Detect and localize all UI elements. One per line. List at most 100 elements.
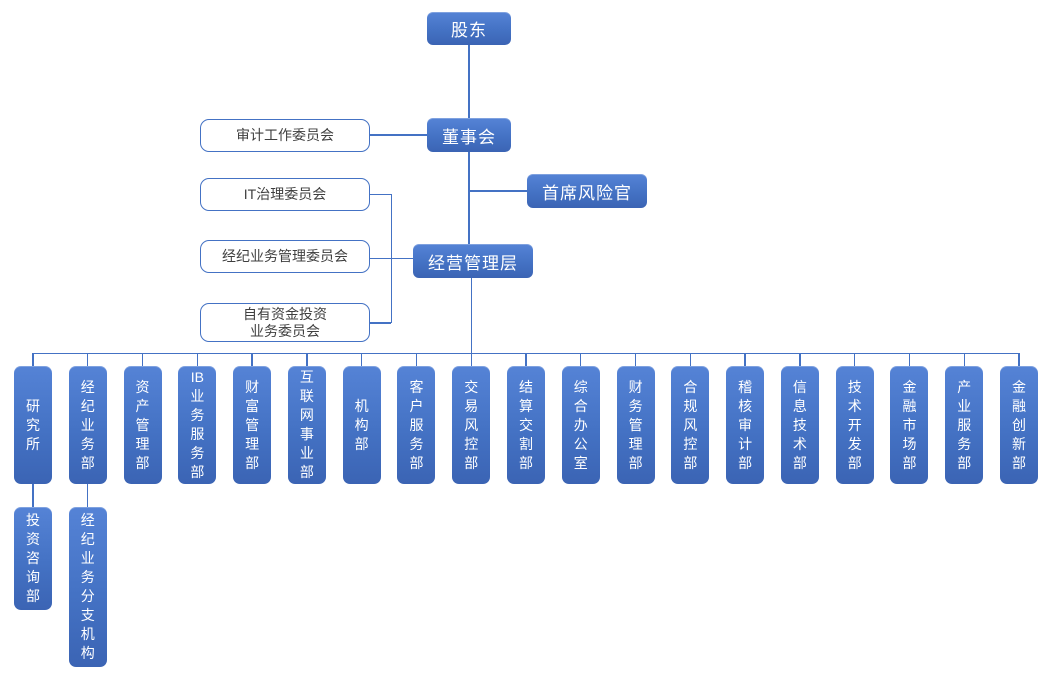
sub-department-box-char: 资 bbox=[26, 531, 40, 547]
department-box-char: 研 bbox=[26, 397, 40, 414]
department-box-char: 部 bbox=[299, 464, 314, 480]
connector-line bbox=[370, 193, 392, 196]
department-box-char: 管 bbox=[245, 416, 260, 433]
department-box: 合规风控部 bbox=[671, 366, 710, 484]
sub-department-box-char: 询 bbox=[26, 569, 40, 585]
department-box-char: 务 bbox=[190, 407, 205, 423]
connector-line bbox=[854, 353, 856, 366]
sub-department-box-char: 业 bbox=[80, 550, 95, 566]
department-box-char: 算 bbox=[519, 397, 534, 414]
department-box-char: 术 bbox=[792, 435, 807, 452]
sub-department-box-char: 机 bbox=[80, 626, 95, 642]
connector-line bbox=[469, 190, 527, 192]
department-box-char: 纪 bbox=[80, 397, 95, 414]
connector-line bbox=[689, 353, 692, 366]
node-board: 董事会 bbox=[427, 118, 511, 152]
department-box-char: 市 bbox=[902, 416, 917, 433]
committee-label: 审计工作委员会 bbox=[236, 127, 334, 143]
department-box-char: 部 bbox=[245, 454, 260, 471]
committee-box: 经纪业务管理委员会 bbox=[200, 240, 370, 273]
department-box-char: 究 bbox=[26, 416, 40, 433]
department-box-char: 部 bbox=[464, 454, 479, 471]
department-box-char: 理 bbox=[135, 435, 150, 452]
connector-line bbox=[370, 134, 427, 136]
department-box-char: 稽 bbox=[738, 378, 753, 395]
connector-line bbox=[87, 484, 89, 507]
connector-line bbox=[468, 45, 470, 118]
department-box: 互联网事业部 bbox=[287, 366, 326, 484]
department-box-char: 务 bbox=[409, 435, 424, 452]
department-box-char: 场 bbox=[902, 435, 917, 452]
connector-line bbox=[87, 353, 89, 366]
department-box-char: 部 bbox=[738, 454, 753, 471]
committee-box: IT治理委员会 bbox=[200, 178, 370, 211]
connector-line bbox=[196, 353, 199, 366]
department-box-char: 部 bbox=[683, 454, 698, 471]
sub-department-box-char: 支 bbox=[80, 607, 95, 623]
connector-line bbox=[799, 353, 801, 366]
node-chief-risk-officer: 首席风险官 bbox=[527, 174, 647, 208]
department-box: 综合办公室 bbox=[561, 366, 600, 484]
department-box-char: 部 bbox=[409, 454, 424, 471]
connector-line bbox=[370, 322, 391, 324]
node-chief-risk-officer-label: 首席风险官 bbox=[542, 183, 632, 203]
department-box-char: 融 bbox=[1012, 397, 1027, 414]
department-box-char: 交 bbox=[464, 378, 479, 395]
connector-line bbox=[251, 353, 253, 366]
department-box-char: 客 bbox=[409, 378, 424, 395]
department-box-char: 办 bbox=[573, 416, 588, 433]
department-box-char: 务 bbox=[628, 397, 643, 414]
department-box-char: 合 bbox=[573, 397, 588, 414]
department-box: 经纪业务部 bbox=[68, 366, 107, 484]
department-box-char: 部 bbox=[1012, 454, 1027, 471]
department-box-char: 部 bbox=[957, 454, 972, 471]
department-box-char: 风 bbox=[683, 416, 698, 433]
connector-line bbox=[141, 353, 144, 366]
connector-line bbox=[634, 353, 637, 366]
connector-line bbox=[33, 353, 1020, 355]
department-box: 交易风控部 bbox=[452, 366, 491, 484]
department-box: 金融市场部 bbox=[890, 366, 929, 484]
sub-department-box-char: 经 bbox=[80, 512, 95, 528]
department-box-char: 服 bbox=[409, 416, 424, 433]
committee-label: IT治理委员会 bbox=[243, 186, 327, 202]
connector-line bbox=[470, 278, 472, 353]
department-box-char: 综 bbox=[573, 378, 588, 395]
sub-department-box: 投资咨询部 bbox=[14, 507, 52, 610]
department-box-char: 融 bbox=[902, 397, 917, 414]
department-box-char: 所 bbox=[26, 435, 40, 452]
department-box-char: 部 bbox=[80, 454, 95, 471]
department-box: 财富管理部 bbox=[233, 366, 272, 484]
department-box-char: 财 bbox=[628, 378, 643, 395]
department-box-char: 计 bbox=[738, 435, 753, 452]
node-management: 经营管理层 bbox=[413, 244, 533, 278]
connector-line bbox=[525, 353, 527, 366]
department-box-char: 管 bbox=[628, 416, 643, 433]
sub-department-box-char: 分 bbox=[80, 588, 95, 604]
department-box-char: 创 bbox=[1012, 416, 1027, 433]
node-shareholders: 股东 bbox=[427, 12, 511, 45]
department-box-char: 业 bbox=[299, 445, 314, 461]
department-box-char: 业 bbox=[190, 388, 205, 404]
department-box: 研究所 bbox=[14, 366, 52, 484]
connector-line bbox=[370, 257, 413, 260]
department-box-char: 务 bbox=[190, 445, 205, 461]
department-box-char: 风 bbox=[464, 416, 479, 433]
department-box-char: 业 bbox=[80, 416, 95, 433]
department-box-char: 部 bbox=[354, 435, 369, 452]
department-box-char: 金 bbox=[902, 378, 917, 395]
department-box-char: 部 bbox=[902, 454, 917, 471]
department-box-char: 室 bbox=[573, 454, 588, 471]
department-box-char: 事 bbox=[299, 426, 314, 442]
department-box-char: 金 bbox=[1012, 378, 1027, 395]
department-box: 结算交割部 bbox=[507, 366, 546, 484]
department-box: 稽核审计部 bbox=[726, 366, 765, 484]
department-box-char: 财 bbox=[245, 378, 260, 395]
committee-label: 经纪业务管理委员会 bbox=[222, 248, 348, 264]
department-box-char: 结 bbox=[519, 378, 534, 395]
department-box-char: 部 bbox=[792, 454, 807, 471]
department-box: 资产管理部 bbox=[123, 366, 162, 484]
department-box-char: 技 bbox=[792, 416, 807, 433]
department-box-char: 服 bbox=[190, 426, 205, 442]
department-box-char: 务 bbox=[80, 435, 95, 452]
